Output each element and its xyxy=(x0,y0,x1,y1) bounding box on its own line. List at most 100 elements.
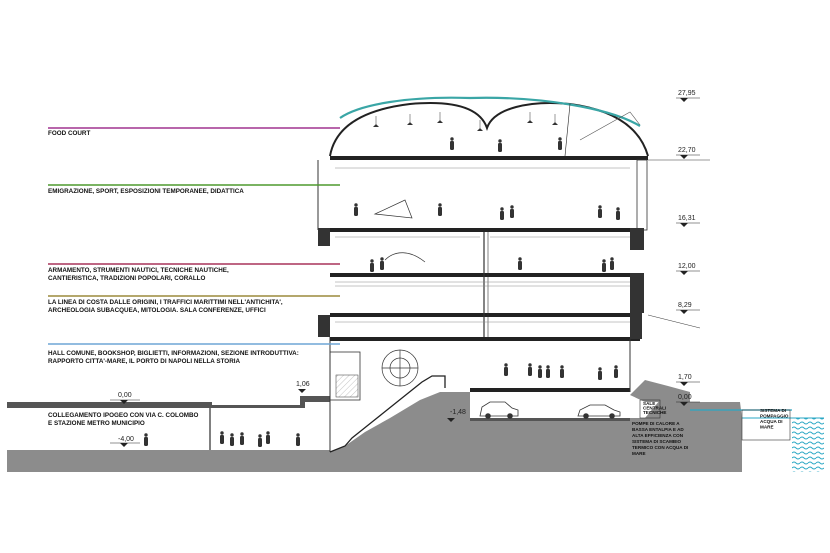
person-1 xyxy=(438,203,442,216)
label-linea-1: LA LINEA DI COSTA DALLE ORIGINI, I TRAFF… xyxy=(48,299,283,306)
leader-lines xyxy=(48,127,340,345)
person-6 xyxy=(370,259,374,272)
ceiling-detail xyxy=(335,167,630,323)
plant-room-line-1: CENTRALI xyxy=(643,406,666,411)
person-18 xyxy=(614,365,618,378)
pumping-note-line-3: MARE xyxy=(760,425,774,430)
person-9 xyxy=(602,259,606,272)
stair-core-hatch xyxy=(335,374,359,398)
person-25 xyxy=(266,431,270,444)
person-23 xyxy=(240,432,244,445)
person-8 xyxy=(518,257,522,270)
person-12 xyxy=(498,139,502,152)
tunnel-roof-2 xyxy=(212,405,287,408)
tunnel-step xyxy=(287,396,330,408)
ground-main xyxy=(330,392,690,472)
cars xyxy=(479,401,621,419)
ramp-roof xyxy=(579,111,641,141)
level-marker-0: 27,95 xyxy=(678,90,696,97)
lamp-3 xyxy=(527,112,533,123)
ground-slope xyxy=(630,380,690,402)
level-marker-4: 8,29 xyxy=(678,302,692,309)
lamps-group xyxy=(373,112,558,131)
pumping-note-line-2: ACQUA DI xyxy=(760,419,783,424)
label-food-court: FOOD COURT xyxy=(48,130,90,137)
person-26 xyxy=(296,433,300,446)
pumps-note-line-1: BASSA ENTALPIA E AD xyxy=(632,427,684,432)
sea xyxy=(792,418,824,472)
lamp-1 xyxy=(407,114,413,125)
pumps-note-line-4: TERMICO CON ACQUA DI xyxy=(632,445,688,450)
pumping-note-line-1: POMPAGGIO xyxy=(760,414,789,419)
pumping-note-line-0: SISTEMA DI xyxy=(760,408,786,413)
level-marker-1: 22,70 xyxy=(678,147,696,154)
people-group xyxy=(144,137,620,447)
level-minus-one-four: -1,48 xyxy=(450,409,466,416)
plant-room-line-0: SALE xyxy=(643,401,655,406)
slab-0 xyxy=(330,337,640,341)
roof-vault-green xyxy=(339,96,641,127)
person-21 xyxy=(144,433,148,446)
wall-right-2 xyxy=(630,273,644,313)
label-emigrazione: EMIGRAZIONE, SPORT, ESPOSIZIONI TEMPORAN… xyxy=(48,188,244,195)
slab-3 xyxy=(330,228,640,232)
right-level-markers: 27,95 22,70 16,31 12,00 8,29 1,70 0,00 xyxy=(676,90,700,406)
car-2 xyxy=(577,404,621,417)
tunnel-roof xyxy=(7,402,212,408)
tunnel xyxy=(7,396,330,450)
level-marker-2: 16,31 xyxy=(678,215,696,222)
garage-floor xyxy=(470,418,630,421)
wall-right-1 xyxy=(630,228,644,250)
person-27 xyxy=(220,431,224,444)
pump-box xyxy=(741,409,791,441)
slab-1 xyxy=(330,313,640,317)
level-marker-5: 1,70 xyxy=(678,374,692,381)
level-minus-four: -4,00 xyxy=(118,436,134,443)
person-13 xyxy=(558,137,562,150)
pumps-note-line-3: SISTEMA DI SCAMBIO xyxy=(632,439,682,444)
wall-right-top xyxy=(636,159,648,231)
left-level-markers: 0,00 -4,00 1,06 -1,48 xyxy=(110,381,466,447)
level-one-six: 1,06 xyxy=(296,381,310,388)
person-17 xyxy=(598,367,602,380)
pumps-note-line-5: MARE xyxy=(632,451,646,456)
person-24 xyxy=(258,434,262,447)
label-collegamento-1: COLLEGAMENTO IPOGEO CON VIA C. COLOMBO xyxy=(48,412,199,419)
person-15 xyxy=(560,365,564,378)
level-marker-6: 0,00 xyxy=(678,394,692,401)
terrain xyxy=(7,380,824,472)
car-1 xyxy=(479,401,519,417)
ground-left xyxy=(7,450,330,472)
person-3 xyxy=(510,205,514,218)
pumps-note-line-0: POMPE DI CALORE A xyxy=(632,421,680,426)
pumps-note-line-2: ALTA EFFICIENZA CON xyxy=(632,433,684,438)
person-4 xyxy=(598,205,602,218)
plant-room xyxy=(639,399,661,419)
person-20 xyxy=(546,365,550,378)
person-10 xyxy=(610,257,614,270)
person-19 xyxy=(538,365,542,378)
plant-room-line-2: TECNICHE xyxy=(643,410,666,415)
slab-ground xyxy=(470,388,630,392)
slab-roof xyxy=(330,156,648,160)
label-armamento-2: CANTIERISTICA, TRADIZIONI POPOLARI, CORA… xyxy=(48,275,206,282)
lamp-2 xyxy=(437,112,443,123)
person-22 xyxy=(230,433,234,446)
level-zero-left: 0,00 xyxy=(118,392,132,399)
person-11 xyxy=(450,137,454,150)
wall-left xyxy=(318,228,330,246)
level-lines xyxy=(647,159,710,329)
slab-2 xyxy=(330,273,640,277)
label-hall-1: HALL COMUNE, BOOKSHOP, BIGLIETTI, INFORM… xyxy=(48,350,299,357)
lamp-5 xyxy=(477,120,483,131)
roof-inner xyxy=(564,103,571,157)
label-armamento-1: ARMAMENTO, STRUMENTI NAUTICI, TECNICHE N… xyxy=(48,267,229,274)
level-marker-3: 12,00 xyxy=(678,263,696,270)
building xyxy=(317,96,791,453)
wheel-exhibit xyxy=(373,199,426,387)
